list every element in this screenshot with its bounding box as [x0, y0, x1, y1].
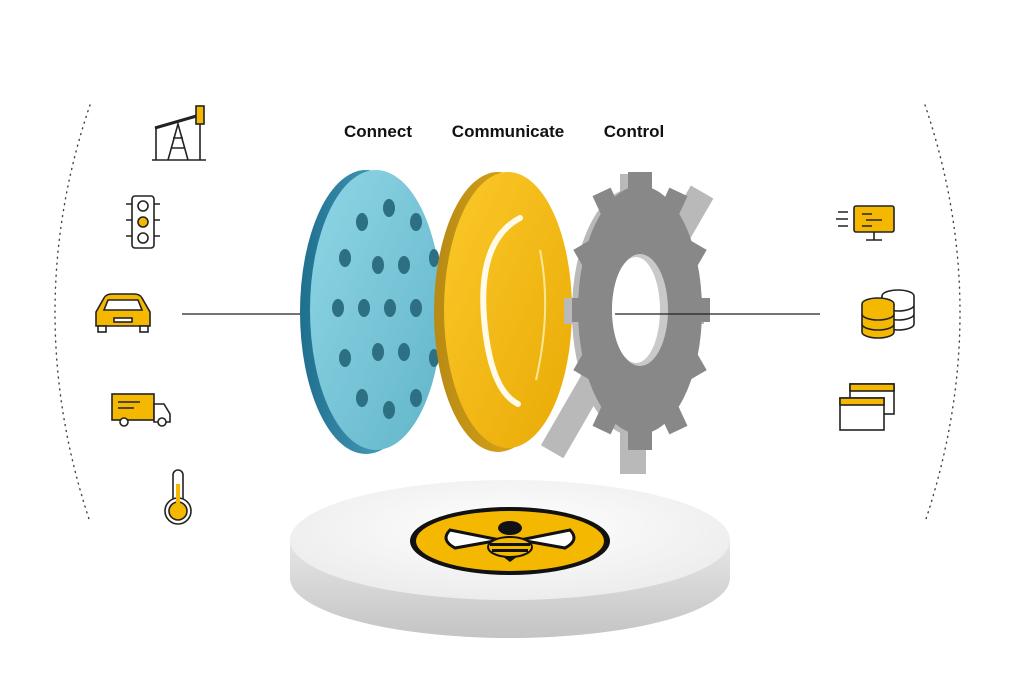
- bee-logo: [410, 507, 610, 575]
- right-dotted-arc: [924, 104, 961, 523]
- monitor-dashboard-icon: [836, 205, 895, 241]
- platform: [290, 480, 730, 638]
- control-gear: [540, 172, 714, 474]
- database-icon: [861, 289, 915, 339]
- browser-windows-icon: [839, 383, 895, 431]
- communicate-disc: [434, 172, 572, 452]
- left-dotted-arc: [54, 104, 91, 523]
- traffic-light-icon: [126, 195, 160, 249]
- communicate-label: Communicate: [451, 122, 565, 141]
- oil-pump-icon: [152, 105, 206, 161]
- connect-label: Connect: [344, 122, 412, 141]
- thermometer-icon: [164, 469, 192, 525]
- delivery-truck-icon: [111, 393, 171, 427]
- car-icon: [95, 293, 151, 333]
- control-label: Control: [603, 122, 665, 141]
- connect-disc: [300, 170, 442, 454]
